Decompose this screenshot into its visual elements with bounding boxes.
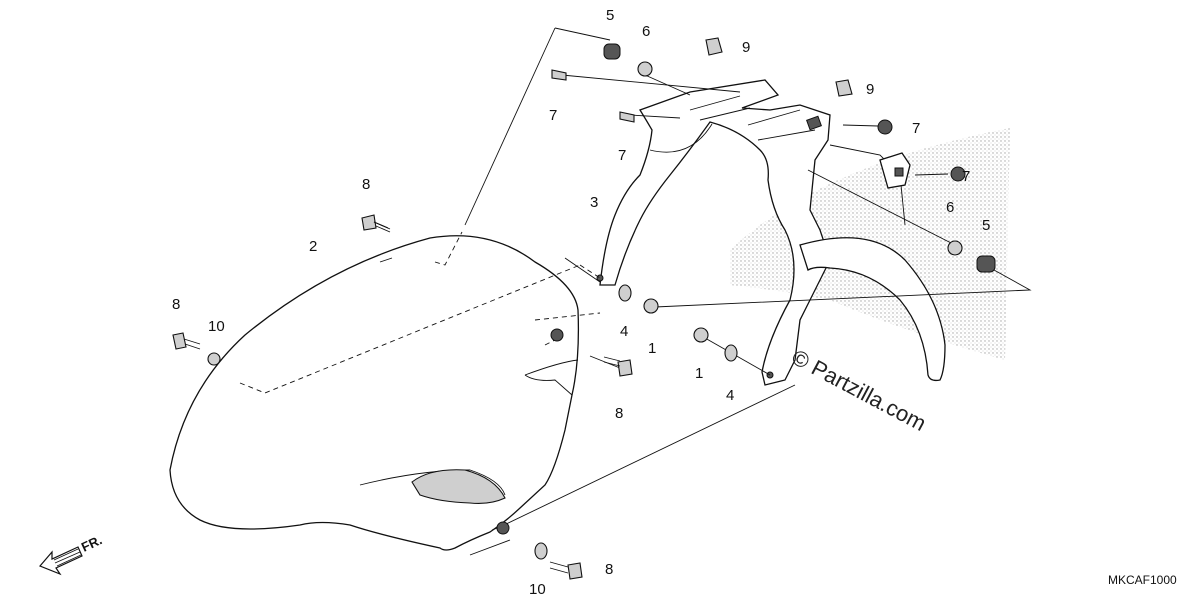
collar-1-low (693, 327, 709, 343)
cushion-5-right (976, 255, 996, 273)
callout-8: 8 (615, 405, 623, 422)
cushion-5-top (603, 43, 621, 60)
callout-7: 7 (962, 168, 970, 185)
washer-10-bottom (534, 542, 548, 560)
callout-6: 6 (642, 23, 650, 40)
nut-7-right-b (950, 166, 966, 182)
clip-9-top (705, 37, 723, 56)
direction-label: FR. (79, 532, 104, 554)
callout-9: 9 (742, 39, 750, 56)
clip-9-mid (835, 79, 853, 97)
collar-1-mid (643, 298, 659, 314)
hardware (172, 37, 996, 580)
bolt-7-top (551, 69, 567, 81)
callout-3: 3 (590, 194, 598, 211)
callout-7: 7 (618, 147, 626, 164)
washer-4-mid (618, 284, 632, 302)
callout-7: 7 (912, 120, 920, 137)
callout-4: 4 (620, 323, 628, 340)
callout-8: 8 (172, 296, 180, 313)
nut-7-right-a (877, 119, 893, 135)
callout-6: 6 (946, 199, 954, 216)
washer-4-low (724, 344, 738, 362)
bolt-8-center (617, 359, 633, 377)
callout-2: 2 (309, 238, 317, 255)
callout-5: 5 (982, 217, 990, 234)
callout-1: 1 (648, 340, 656, 357)
watermark-text: © Partzilla.com (788, 344, 931, 436)
bolt-8-left (172, 332, 187, 350)
bolt-7-mid (619, 111, 635, 123)
bolt-8-bottom (567, 562, 583, 580)
callout-4: 4 (726, 387, 734, 404)
callout-7: 7 (549, 107, 557, 124)
callout-1: 1 (695, 365, 703, 382)
callout-10: 10 (529, 581, 546, 598)
callout-8: 8 (362, 176, 370, 193)
front-fender (169, 235, 580, 551)
inner-fender (596, 79, 946, 386)
washer-10-left (207, 352, 221, 366)
front-direction-indicator: FR. (38, 532, 104, 576)
callout-5: 5 (606, 7, 614, 24)
collar-6-right (947, 240, 963, 256)
collar-6-top (637, 61, 653, 77)
callout-8: 8 (605, 561, 613, 578)
diagram-code: MKCAF1000 (1108, 573, 1177, 587)
callout-9: 9 (866, 81, 874, 98)
callouts: 5 6 9 7 9 7 7 7 8 3 6 5 2 8 10 4 1 1 4 8… (172, 7, 990, 598)
callout-10: 10 (208, 318, 225, 335)
